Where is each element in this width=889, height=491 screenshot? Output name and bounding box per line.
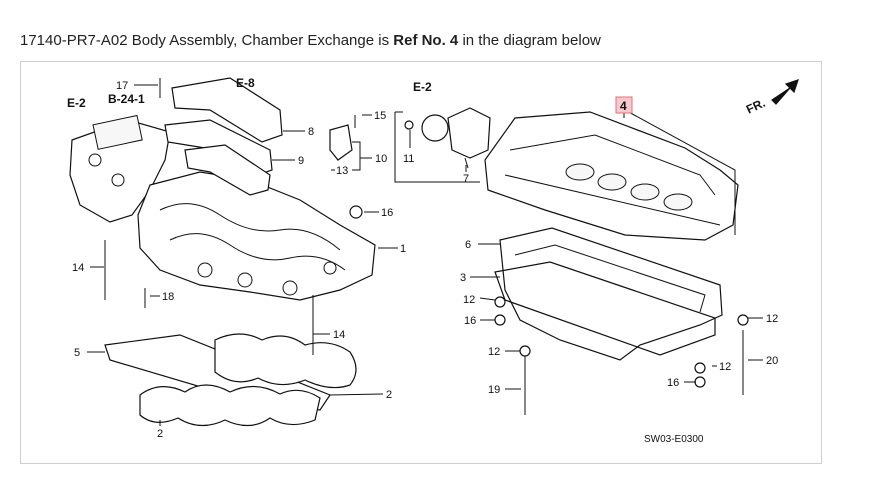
leader-lines xyxy=(87,84,763,426)
drawing-code: SW03-E0300 xyxy=(644,434,704,445)
caption-ref-number: Ref No. 4 xyxy=(393,32,459,49)
fr-direction-arrow-icon xyxy=(771,79,799,105)
callout-3: 3 xyxy=(460,272,466,284)
callout-16-top: 16 xyxy=(381,207,393,219)
callout-12-b: 12 xyxy=(488,346,500,358)
ref-b241-label: B-24-1 xyxy=(108,92,145,106)
bypass-control-solenoid xyxy=(404,107,491,169)
callout-18: 18 xyxy=(162,291,174,303)
callout-2-right: 2 xyxy=(386,389,392,401)
callout-12-a: 12 xyxy=(463,294,475,306)
diagram-caption: 17140-PR7-A02 Body Assembly, Chamber Exc… xyxy=(20,32,601,49)
caption-suffix: in the diagram below xyxy=(462,32,601,49)
ref-e8-label: E-8 xyxy=(236,76,255,90)
callout-12-d: 12 xyxy=(766,313,778,325)
ref-4-highlight-box xyxy=(615,96,633,114)
chamber-pan xyxy=(494,227,723,361)
callout-14-center: 14 xyxy=(333,329,345,341)
callout-1: 1 xyxy=(400,243,406,255)
callout-11: 11 xyxy=(403,153,414,165)
assembly-group-bracket xyxy=(394,109,736,235)
callout-16-left: 16 xyxy=(464,315,476,327)
intake-manifold-top-cover xyxy=(164,77,283,196)
caption-part-number: 17140-PR7-A02 Body Assembly, Chamber Exc… xyxy=(20,32,390,49)
studs-and-bolts-right xyxy=(494,296,749,415)
chamber-exchange-body xyxy=(484,111,739,241)
studs-and-bolts-left xyxy=(104,78,363,355)
callout-15: 15 xyxy=(374,110,386,122)
callout-20: 20 xyxy=(766,355,778,367)
callout-17: 17 xyxy=(116,80,128,92)
callout-19: 19 xyxy=(488,384,500,396)
callout-12-c: 12 xyxy=(719,361,731,373)
callout-13: 13 xyxy=(336,165,348,177)
intake-manifold-gaskets xyxy=(104,333,357,427)
callout-5: 5 xyxy=(74,347,80,359)
callout-14-left: 14 xyxy=(72,262,84,274)
ref-4-label[interactable]: 4 xyxy=(620,99,627,113)
ref-e2-left-label: E-2 xyxy=(67,96,86,110)
callout-8: 8 xyxy=(308,126,314,138)
callout-9: 9 xyxy=(298,155,304,167)
ref-e2-right-label: E-2 xyxy=(413,80,432,94)
direction-label: FR. xyxy=(744,96,767,117)
callout-7: 7 xyxy=(463,173,469,185)
callout-16-bottom: 16 xyxy=(667,377,679,389)
callout-numbers: 1 2 2 3 5 6 7 8 9 10 11 12 12 12 12 13 1… xyxy=(72,80,778,440)
callout-2-bottom: 2 xyxy=(157,428,163,440)
callout-10: 10 xyxy=(375,153,387,165)
callout-6: 6 xyxy=(465,239,471,251)
intake-manifold-upper xyxy=(69,114,376,301)
